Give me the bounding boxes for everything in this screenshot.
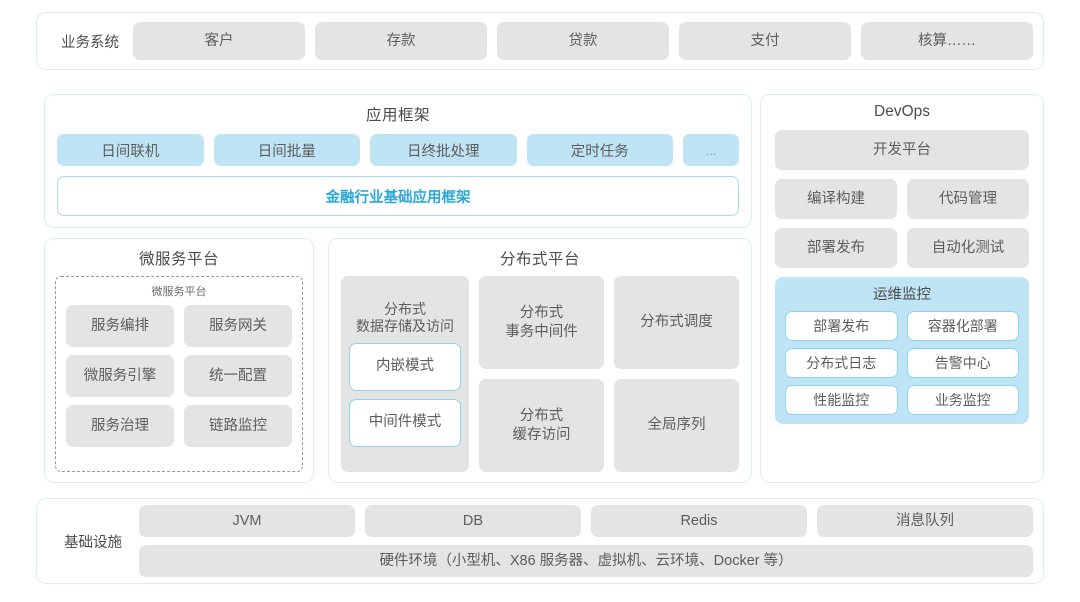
micro-item-service-orchestration[interactable]: 服务编排 [66,305,174,347]
ops-item-deploy-release[interactable]: 部署发布 [785,311,898,341]
dist-item-transaction-middleware[interactable]: 分布式 事务中间件 [479,276,604,369]
application-framework-chips: 日间联机 日间批量 日终批处理 定时任务 ... [57,134,739,166]
micro-item-unified-config[interactable]: 统一配置 [184,355,292,397]
application-framework-panel: 应用框架 日间联机 日间批量 日终批处理 定时任务 ... 金融行业基础应用框架 [44,94,752,228]
micro-item-service-governance[interactable]: 服务治理 [66,405,174,447]
app-chip-daytime-online[interactable]: 日间联机 [57,134,204,166]
business-system-deposit[interactable]: 存款 [315,22,487,60]
app-chip-daytime-batch[interactable]: 日间批量 [213,134,360,166]
infrastructure-stack: JVM DB Redis 消息队列 硬件环境（小型机、X86 服务器、虚拟机、云… [139,505,1033,577]
dist-item-cache-access[interactable]: 分布式 缓存访问 [479,379,604,472]
distributed-data-storage-group[interactable]: 分布式 数据存储及访问 内嵌模式 中间件模式 [341,276,469,472]
distributed-data-storage-heading-line1: 分布式 [384,300,426,317]
micro-item-trace-monitoring[interactable]: 链路监控 [184,405,292,447]
distributed-platform-title: 分布式平台 [499,251,580,268]
distributed-platform-body: 分布式 数据存储及访问 内嵌模式 中间件模式 分布式 事务中间件 分布式调度 分… [341,276,739,472]
devops-dev-platform[interactable]: 开发平台 [775,130,1029,170]
infra-item-message-queue[interactable]: 消息队列 [817,505,1033,537]
infrastructure-row: 基础设施 JVM DB Redis 消息队列 硬件环境（小型机、X86 服务器、… [36,498,1044,584]
distributed-data-storage-heading-line2: 数据存储及访问 [356,318,454,334]
infra-item-redis[interactable]: Redis [591,505,807,537]
infra-hardware-environment[interactable]: 硬件环境（小型机、X86 服务器、虚拟机、云环境、Docker 等） [139,545,1033,577]
ops-item-containerized-deploy[interactable]: 容器化部署 [906,311,1019,341]
business-system-customer[interactable]: 客户 [133,22,305,60]
distributed-platform-grid: 分布式 事务中间件 分布式调度 分布式 缓存访问 全局序列 [479,276,739,472]
application-framework-title: 应用框架 [365,107,430,124]
devops-item-code-management[interactable]: 代码管理 [907,179,1029,219]
infra-item-db[interactable]: DB [365,505,581,537]
business-systems-row: 业务系统 客户 存款 贷款 支付 核算…… [36,12,1044,70]
ops-item-business-monitoring[interactable]: 业务监控 [906,385,1019,415]
dist-item-global-sequence[interactable]: 全局序列 [614,379,739,472]
devops-panel: DevOps 开发平台 编译构建 代码管理 部署发布 自动化测试 运维监控 部署… [760,94,1044,483]
business-systems-label: 业务系统 [61,34,119,51]
ops-item-distributed-logging[interactable]: 分布式日志 [785,348,898,378]
dist-item-transaction-middleware-line2: 事务中间件 [505,323,578,340]
devops-item-automated-testing[interactable]: 自动化测试 [907,228,1029,268]
app-chip-eod-batch[interactable]: 日终批处理 [370,134,517,166]
infrastructure-label: 基础设施 [64,534,122,551]
devops-item-compile-build[interactable]: 编译构建 [775,179,897,219]
micro-item-microservice-engine[interactable]: 微服务引擎 [66,355,174,397]
business-systems-items: 客户 存款 贷款 支付 核算…… [133,22,1033,60]
microservice-platform-inner-title: 微服务平台 [151,286,207,298]
dist-item-cache-access-line1: 分布式 [519,408,564,425]
app-chip-scheduled-task[interactable]: 定时任务 [526,134,673,166]
ops-monitoring-title: 运维监控 [873,287,931,303]
distributed-data-storage-heading: 分布式 数据存储及访问 [349,301,461,336]
business-system-accounting[interactable]: 核算…… [861,22,1033,60]
ops-item-performance-monitoring[interactable]: 性能监控 [785,385,898,415]
microservice-platform-inner-box: 微服务平台 服务编排 服务网关 微服务引擎 统一配置 服务治理 链路监控 [55,276,303,472]
dist-item-cache-access-line2: 缓存访问 [512,426,571,443]
ops-item-alert-center[interactable]: 告警中心 [906,348,1019,378]
dist-mode-embedded[interactable]: 内嵌模式 [349,342,461,391]
micro-item-service-gateway[interactable]: 服务网关 [184,305,292,347]
dist-mode-middleware[interactable]: 中间件模式 [349,398,461,447]
business-system-payment[interactable]: 支付 [679,22,851,60]
infra-item-jvm[interactable]: JVM [139,505,355,537]
microservice-platform-items: 服务编排 服务网关 微服务引擎 统一配置 服务治理 链路监控 [66,305,292,447]
dist-item-transaction-middleware-line1: 分布式 [519,305,564,322]
microservice-platform-title: 微服务平台 [138,251,219,268]
ops-monitoring-items: 部署发布 容器化部署 分布式日志 告警中心 性能监控 业务监控 [785,311,1019,415]
devops-title: DevOps [874,103,930,120]
devops-item-deploy-release[interactable]: 部署发布 [775,228,897,268]
financial-base-framework-banner: 金融行业基础应用框架 [57,176,739,216]
app-chip-more[interactable]: ... [683,134,739,166]
dist-item-scheduling[interactable]: 分布式调度 [614,276,739,369]
microservice-platform-panel: 微服务平台 微服务平台 服务编排 服务网关 微服务引擎 统一配置 服务治理 链路… [44,238,314,483]
business-system-loan[interactable]: 贷款 [497,22,669,60]
distributed-platform-panel: 分布式平台 分布式 数据存储及访问 内嵌模式 中间件模式 分布式 事务中间件 分… [328,238,752,483]
devops-items: 编译构建 代码管理 部署发布 自动化测试 [775,179,1029,268]
ops-monitoring-panel: 运维监控 部署发布 容器化部署 分布式日志 告警中心 性能监控 业务监控 [775,277,1029,424]
infrastructure-items: JVM DB Redis 消息队列 [139,505,1033,537]
